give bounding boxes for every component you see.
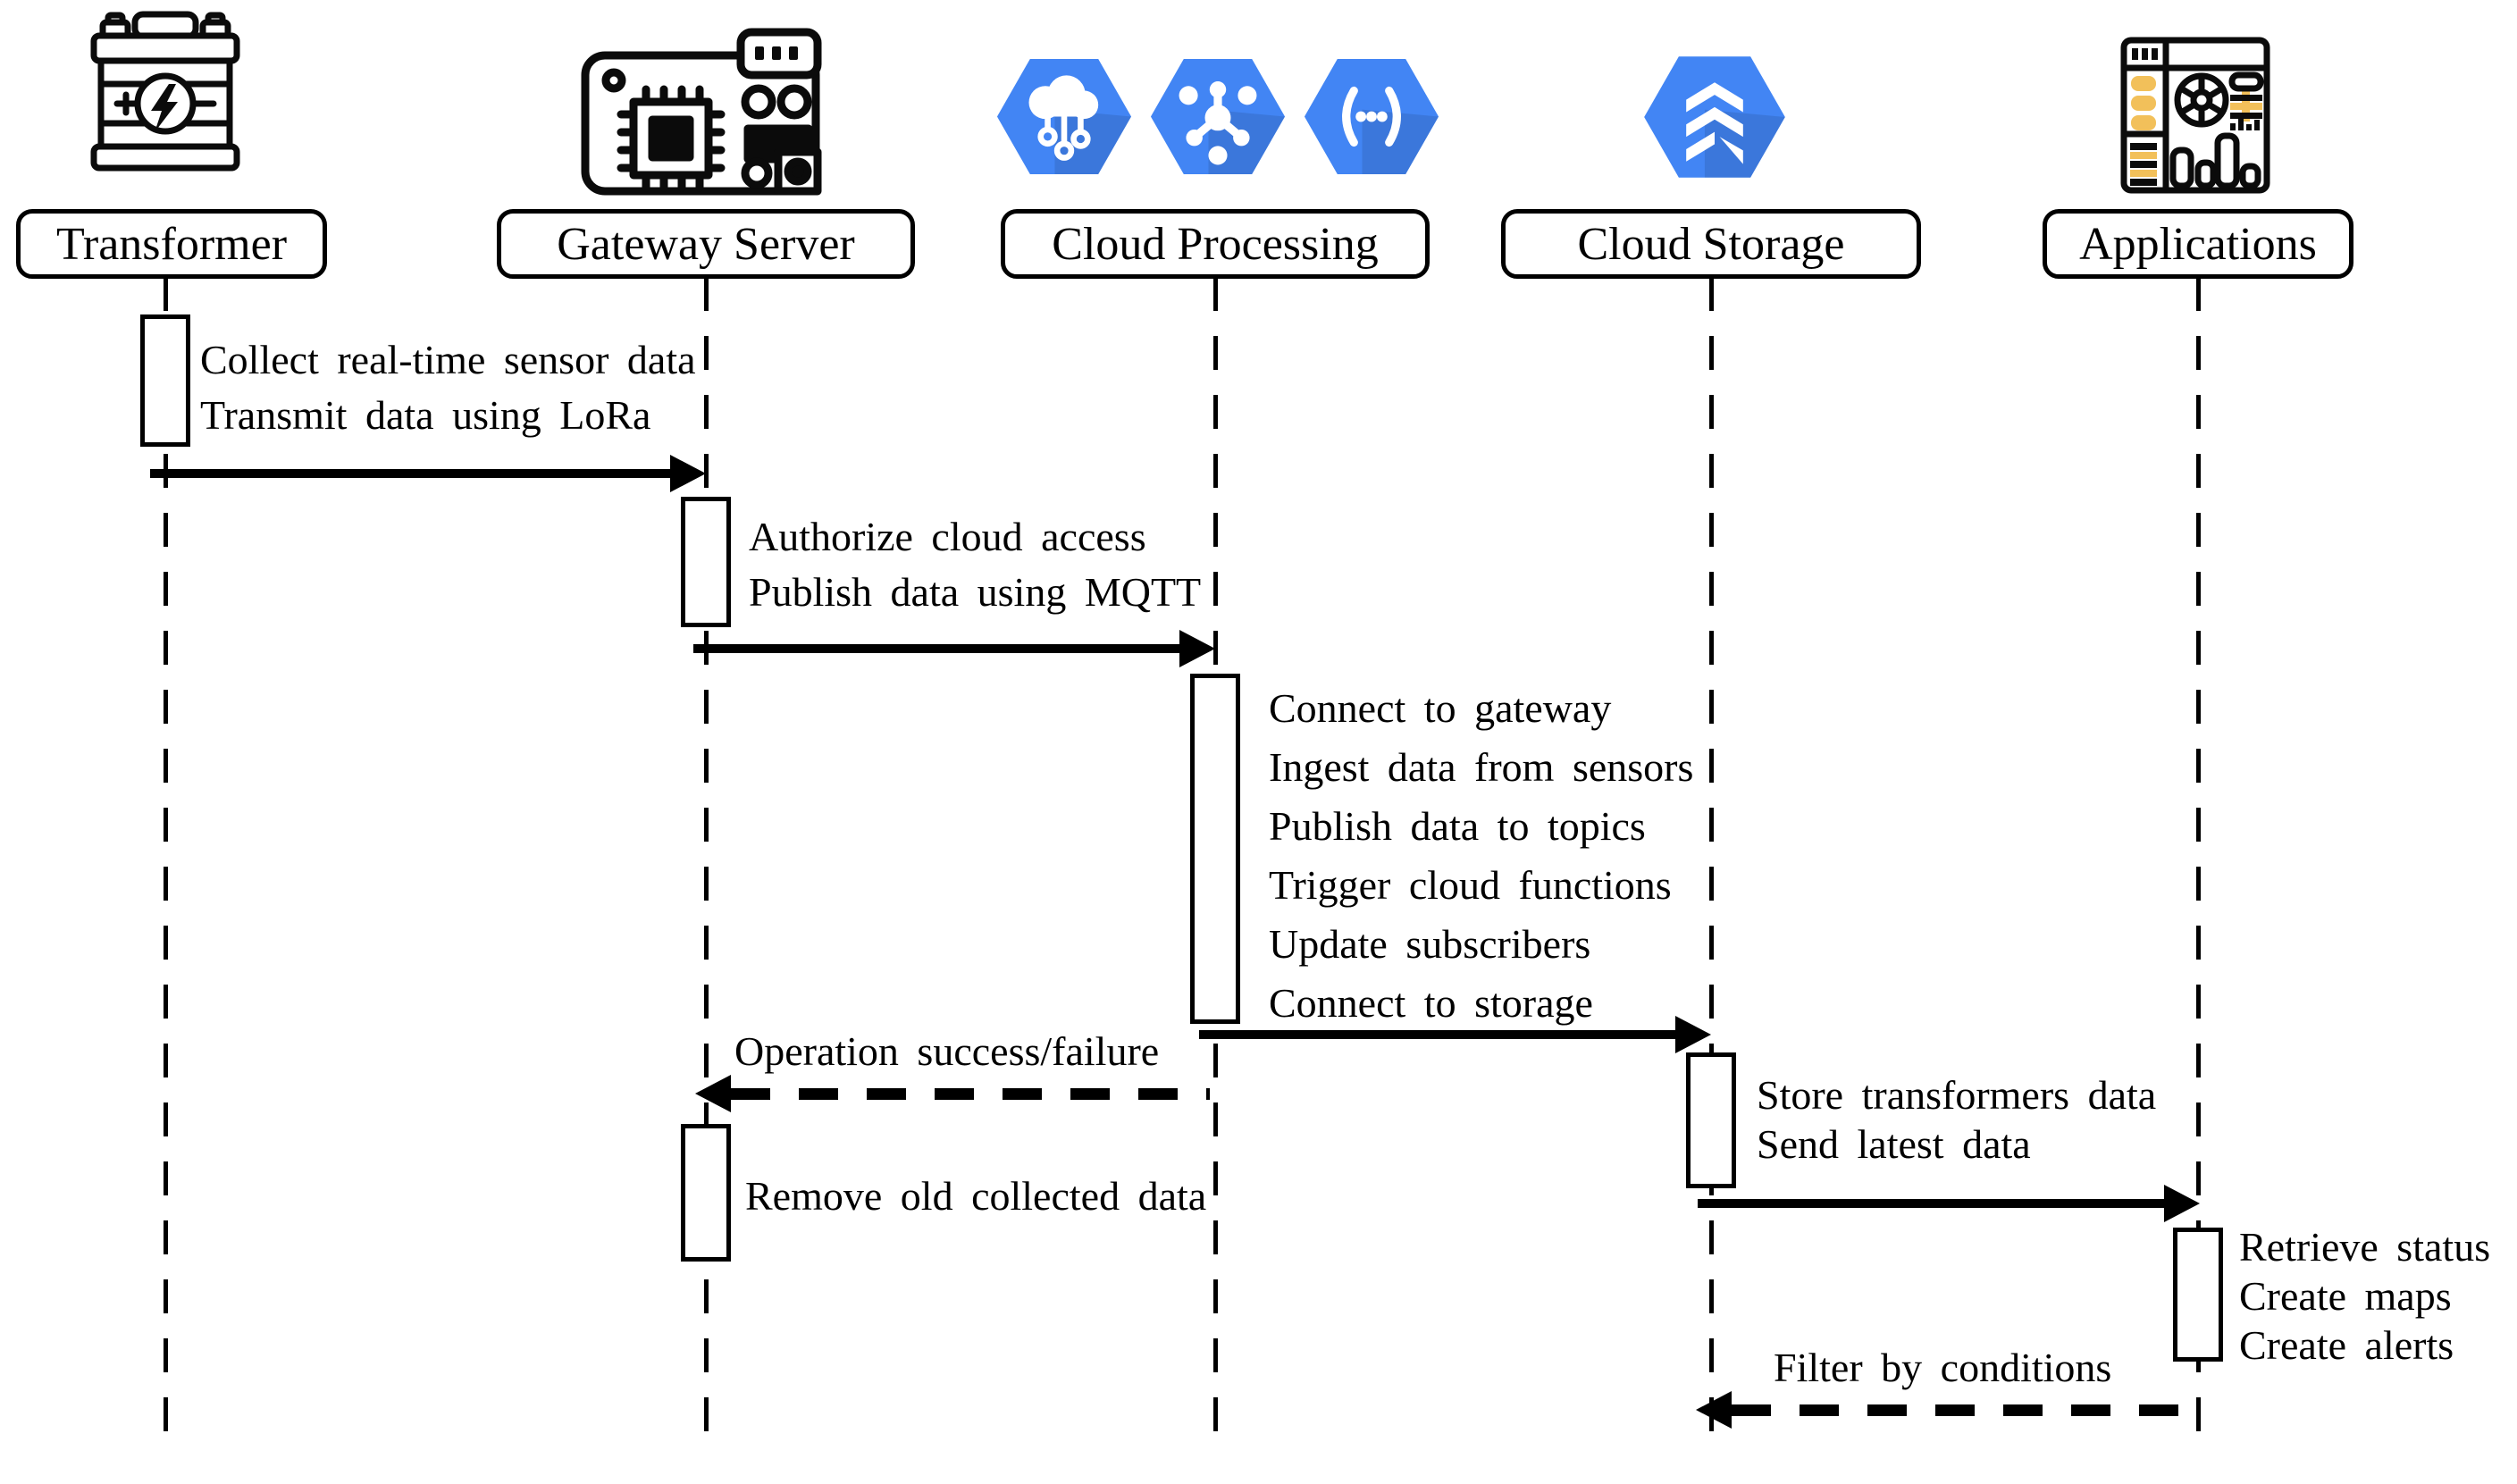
note-line: Transmit data using LoRa xyxy=(200,392,651,438)
arrowhead-right-icon xyxy=(2164,1185,2200,1222)
note-transformer-actions: Collect real-time sensor data Transmit d… xyxy=(200,332,696,443)
actor-label-transformer: Transformer xyxy=(16,209,327,279)
note-line: Send latest data xyxy=(1757,1121,2031,1167)
actor-label-text: Gateway Server xyxy=(557,218,855,270)
circuit-board-icon xyxy=(581,28,822,196)
actor-label-text: Cloud Storage xyxy=(1577,218,1845,270)
note-storage-actions: Store transformers data Send latest data xyxy=(1757,1070,2156,1169)
note-line: Store transformers data xyxy=(1757,1072,2157,1118)
cloud-storage-hexagon-icon xyxy=(1644,56,1785,178)
arrow-transformer-to-gateway xyxy=(150,454,706,493)
pubsub-hexagon-icon xyxy=(1150,58,1286,175)
dashboard-icon xyxy=(2120,37,2270,194)
cloud-processing-icons xyxy=(994,52,1442,181)
activation-cloud-processing xyxy=(1190,674,1240,1024)
activation-gateway-2 xyxy=(681,1124,731,1262)
actor-label-text: Cloud Processing xyxy=(1052,218,1379,270)
note-operation-result: Operation success/failure xyxy=(734,1024,1159,1079)
note-line: Remove old collected data xyxy=(745,1173,1207,1219)
note-filter-conditions: Filter by conditions xyxy=(1774,1340,2111,1396)
arrow-storage-to-applications xyxy=(1698,1184,2200,1223)
iot-core-hexagon-icon xyxy=(996,58,1132,175)
actor-label-applications: Applications xyxy=(2043,209,2353,279)
note-line: Trigger cloud functions xyxy=(1269,862,1672,908)
note-line: Collect real-time sensor data xyxy=(200,337,696,382)
arrow-return-processing-to-gateway xyxy=(695,1074,1210,1113)
lifeline-applications xyxy=(2196,277,2201,1447)
lifeline-transformer xyxy=(164,277,168,1447)
note-applications-actions: Retrieve status Create maps Create alert… xyxy=(2239,1222,2490,1370)
note-line: Publish data to topics xyxy=(1269,803,1646,849)
actor-label-text: Transformer xyxy=(55,218,288,270)
note-line: Connect to gateway xyxy=(1269,685,1612,731)
arrow-gateway-to-cloud-processing xyxy=(693,629,1215,668)
arrow-return-applications-to-storage xyxy=(1696,1390,2200,1430)
note-line: Create alerts xyxy=(2239,1322,2454,1368)
note-gateway-actions: Authorize cloud access Publish data usin… xyxy=(749,509,1201,620)
note-line: Operation success/failure xyxy=(734,1028,1160,1074)
arrowhead-left-icon xyxy=(695,1075,731,1112)
arrow-cloud-processing-to-storage xyxy=(1199,1015,1711,1054)
activation-applications xyxy=(2173,1228,2223,1362)
activation-cloud-storage xyxy=(1686,1052,1736,1188)
actor-label-cloud-storage: Cloud Storage xyxy=(1501,209,1921,279)
arrowhead-right-icon xyxy=(1179,630,1215,667)
lifeline-gateway-server xyxy=(704,277,709,1447)
arrowhead-left-icon xyxy=(1696,1391,1732,1429)
note-cloud-processing-actions: Connect to gateway Ingest data from sens… xyxy=(1269,679,1693,1033)
note-line: Retrieve status xyxy=(2239,1224,2491,1270)
battery-transformer-icon xyxy=(90,11,240,172)
note-line: Connect to storage xyxy=(1269,980,1593,1026)
dashboard-yellow-cells xyxy=(2130,76,2262,177)
arrowhead-right-icon xyxy=(1675,1016,1711,1053)
cloud-functions-hexagon-icon xyxy=(1304,58,1439,175)
activation-gateway-1 xyxy=(681,497,731,627)
note-line: Publish data using MQTT xyxy=(749,569,1202,615)
note-line: Ingest data from sensors xyxy=(1269,744,1694,790)
actor-label-cloud-processing: Cloud Processing xyxy=(1001,209,1430,279)
lifeline-cloud-storage xyxy=(1709,277,1714,1447)
note-line: Update subscribers xyxy=(1269,921,1591,967)
note-remove-old-data: Remove old collected data xyxy=(745,1169,1206,1224)
actor-label-text: Applications xyxy=(2079,218,2317,270)
note-line: Authorize cloud access xyxy=(749,514,1146,559)
note-line: Filter by conditions xyxy=(1774,1345,2112,1390)
arrowhead-right-icon xyxy=(670,455,706,492)
activation-transformer xyxy=(140,314,190,447)
note-line: Create maps xyxy=(2239,1273,2452,1319)
actor-label-gateway-server: Gateway Server xyxy=(497,209,915,279)
